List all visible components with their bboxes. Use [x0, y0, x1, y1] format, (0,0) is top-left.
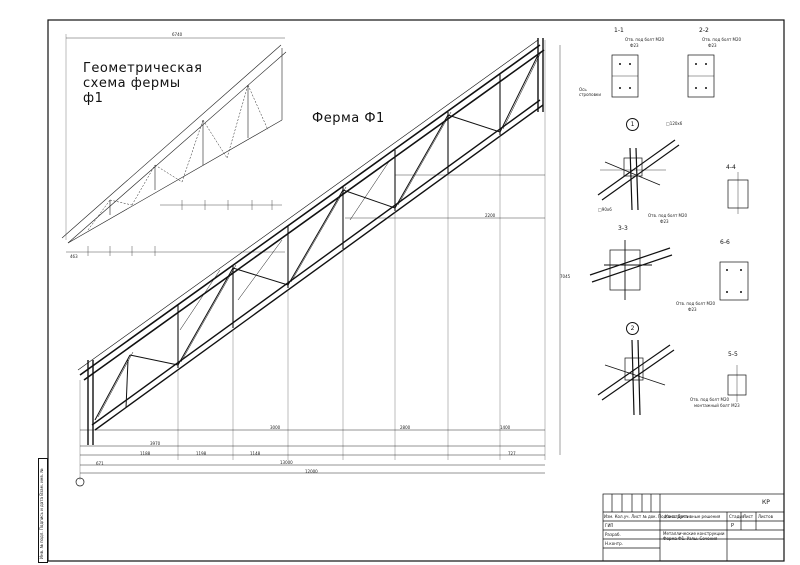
dim-1198: 1198	[196, 451, 207, 456]
stamp-doc-title: Конструктивные решения	[665, 514, 721, 519]
stamp-stage-header: Стадия	[729, 514, 745, 519]
bolt-callout-5: Отв. под болт М20	[690, 397, 730, 402]
stamp-stage: Р	[731, 523, 735, 529]
section-2-2-label: 2-2	[699, 27, 709, 34]
dim-span: 13000	[280, 460, 293, 465]
section-4-4-label: 4-4	[726, 164, 736, 171]
side-stamp: Инв. № подл. Подпись и дата Взам. инв. №	[38, 458, 48, 563]
sheet-border	[47, 19, 785, 562]
stamp-col-5: Подпись	[658, 514, 677, 519]
stamp-col-3: Лист	[631, 514, 642, 519]
dim-671: 671	[96, 461, 104, 466]
dim-2200: 2200	[485, 213, 496, 218]
anchor-bolt-callout: монтажный болт М23	[694, 403, 740, 408]
bolt-callout-1: Отв. под болт М20	[625, 37, 665, 42]
node-2-tag: 2	[626, 322, 639, 335]
stamp-col-2: Кол.уч.	[614, 514, 630, 519]
section-5-5-label: 5-5	[728, 351, 738, 358]
diameter-callout-2: Ф23	[708, 43, 717, 48]
bolt-callout-2: Отв. под болт М20	[702, 37, 742, 42]
diameter-callout-3: Ф23	[660, 219, 669, 224]
main-truss	[75, 38, 561, 487]
stamp-col-headers: Изм. Кол.уч. Лист № док. Подпись Дата	[604, 514, 688, 519]
dim-2800: 2800	[400, 425, 411, 430]
stamp-col-4: № док.	[642, 514, 657, 519]
stamp-sheet-label: КР	[762, 499, 770, 506]
dim-1148: 1148	[250, 451, 261, 456]
stamp-col-1: Изм.	[604, 514, 614, 519]
bolt-callout-4: Отв. под болт М20	[676, 301, 716, 306]
truss-title: Ферма Ф1	[312, 111, 385, 126]
stamp-part: Металлические конструкции Ферма Ф1. Узлы…	[663, 531, 725, 541]
diameter-callout-4: Ф23	[688, 307, 697, 312]
dim-3000: 3000	[270, 425, 281, 430]
stamp-sheets-header: Листов	[758, 514, 773, 519]
angle-callout: □90х6	[598, 207, 612, 212]
stamp-col-6: Дата	[677, 514, 688, 519]
bolt-callout-3: Отв. под болт М20	[648, 213, 688, 218]
stamp-sign-control: Н.контр.	[605, 541, 623, 546]
title-block	[602, 493, 785, 562]
dim-3970: 3970	[150, 441, 161, 446]
dim-1188: 1188	[140, 451, 151, 456]
dim-727: 727	[508, 451, 516, 456]
stamp-sheet-header: Лист	[743, 514, 754, 519]
axis-note: Ось строповки	[579, 87, 601, 97]
section-6-6-label: 6-6	[720, 239, 730, 246]
dim-6740: 6740	[172, 32, 183, 37]
section-3-3-label: 3-3	[618, 225, 628, 232]
side-stamp-text: Инв. № подл. Подпись и дата Взам. инв. №	[39, 468, 44, 559]
dim-height: 7045	[560, 274, 571, 279]
node-1-tag: 1	[626, 118, 639, 131]
diameter-callout-1: Ф23	[630, 43, 639, 48]
dim-463: 463	[70, 254, 78, 259]
details	[589, 54, 749, 416]
section-1-1-label: 1-1	[614, 27, 624, 34]
stamp-sign-gip: ГИП	[605, 523, 614, 528]
stamp-sign-dev: Разраб.	[605, 532, 621, 537]
geom-schema-title: Геометрическая схема фермы ф1	[83, 61, 203, 106]
geometric-schema	[61, 34, 287, 256]
dim-span-2: 12000	[305, 469, 318, 474]
plate-callout: □120х6	[666, 121, 683, 126]
dim-1400: 1400	[500, 425, 511, 430]
